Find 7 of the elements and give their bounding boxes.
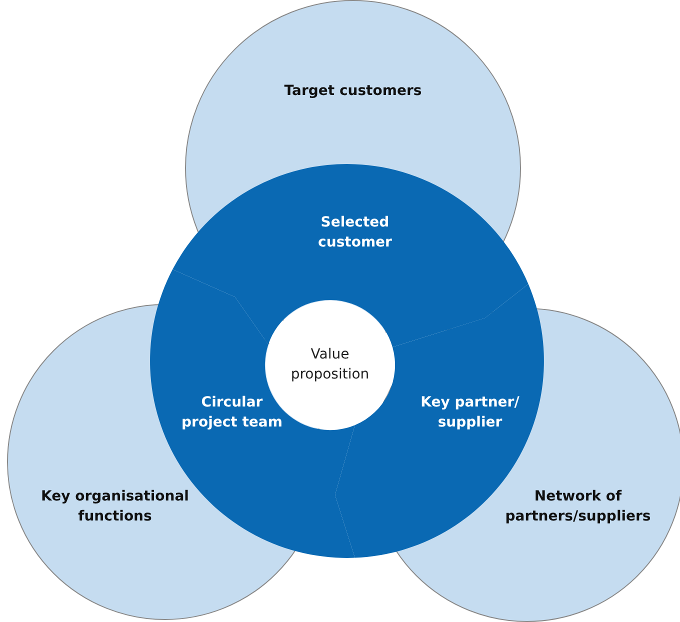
segment-label: Selected customer: [317, 213, 393, 252]
segment-label: Key partner/ supplier: [420, 393, 520, 432]
circle-label: Network of partners/suppliers: [504, 487, 652, 526]
segment-label: Circular project team: [180, 393, 284, 432]
circle-label: Key organisational functions: [40, 487, 190, 526]
circle-label: Target customers: [283, 82, 423, 102]
circle-label: Value proposition: [290, 345, 370, 384]
